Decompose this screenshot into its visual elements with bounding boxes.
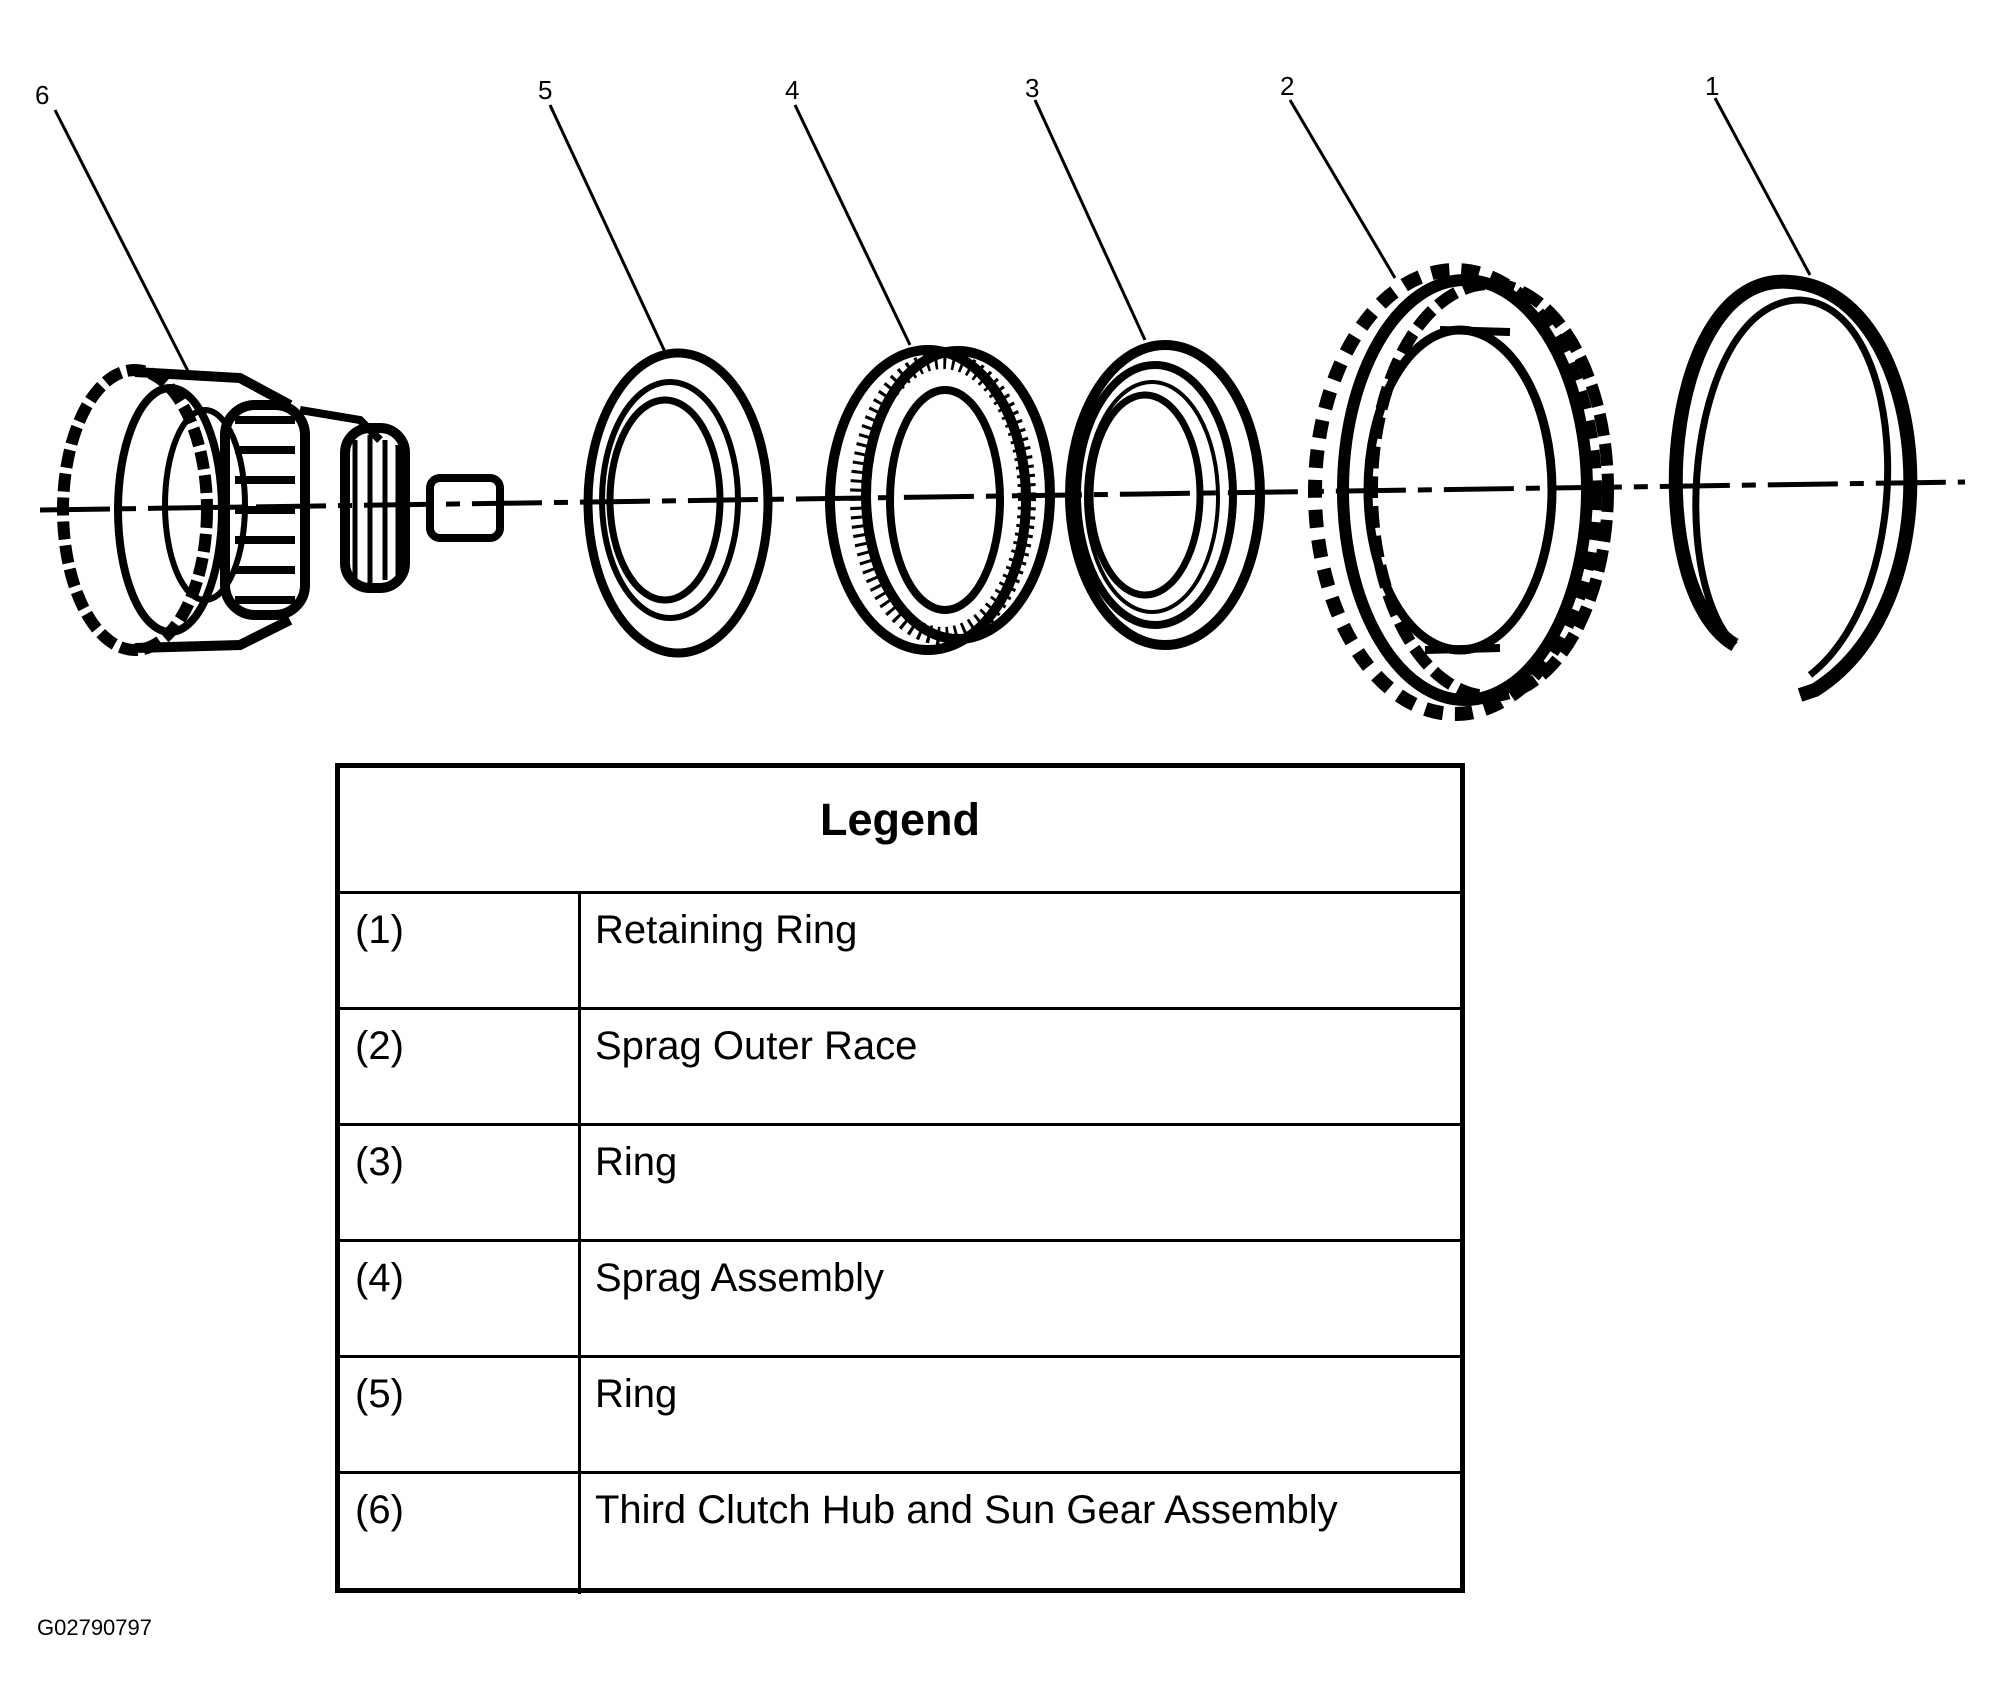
legend-number: (3): [340, 1126, 581, 1239]
legend-description: Sprag Assembly: [595, 1256, 885, 1300]
exploded-view-diagram: 6 5 4 3 2 1: [35, 71, 1966, 721]
part-2-sprag-outer-race: [1308, 263, 1614, 721]
figure-id: G02790797: [37, 1615, 152, 1640]
callout-6: 6: [35, 80, 49, 110]
legend-row: (2) Sprag Outer Race: [340, 1010, 1460, 1126]
legend-description: Ring: [595, 1140, 678, 1184]
part-3-ring: [1065, 340, 1265, 650]
legend-row: (6) Third Clutch Hub and Sun Gear Assemb…: [340, 1474, 1460, 1594]
legend-number: (5): [340, 1358, 581, 1471]
legend-row: (5) Ring: [340, 1358, 1460, 1474]
part-6-clutch-hub: [57, 364, 504, 656]
callout-2: 2: [1280, 71, 1294, 101]
part-4-sprag-assembly: [825, 345, 1055, 655]
legend-row: (4) Sprag Assembly: [340, 1242, 1460, 1358]
legend-description: Ring: [595, 1372, 678, 1416]
legend-description: Sprag Outer Race: [595, 1024, 918, 1068]
callout-1: 1: [1705, 71, 1719, 101]
legend-title: Legend: [819, 793, 980, 845]
legend-number: (2): [340, 1010, 581, 1123]
legend-row: (3) Ring: [340, 1126, 1460, 1242]
callout-4: 4: [785, 75, 799, 105]
legend-header: Legend: [340, 768, 1460, 894]
callout-labels: 6 5 4 3 2 1: [35, 71, 1719, 110]
legend-number: (4): [340, 1242, 581, 1355]
part-1-retaining-ring: [1668, 274, 1918, 702]
legend-number: (6): [340, 1474, 581, 1594]
callout-3: 3: [1025, 73, 1039, 103]
center-axis-line: [39, 479, 1966, 513]
legend-table: Legend (1) Retaining Ring (2) Sprag Oute…: [335, 763, 1465, 1594]
legend-description: Third Clutch Hub and Sun Gear Assembly: [595, 1488, 1338, 1532]
legend-description: Retaining Ring: [595, 908, 858, 952]
callout-5: 5: [538, 75, 552, 105]
callout-leaders: [53, 97, 1812, 376]
legend-number: (1): [340, 894, 581, 1007]
part-5-ring: [583, 348, 773, 658]
legend-row: (1) Retaining Ring: [340, 894, 1460, 1010]
